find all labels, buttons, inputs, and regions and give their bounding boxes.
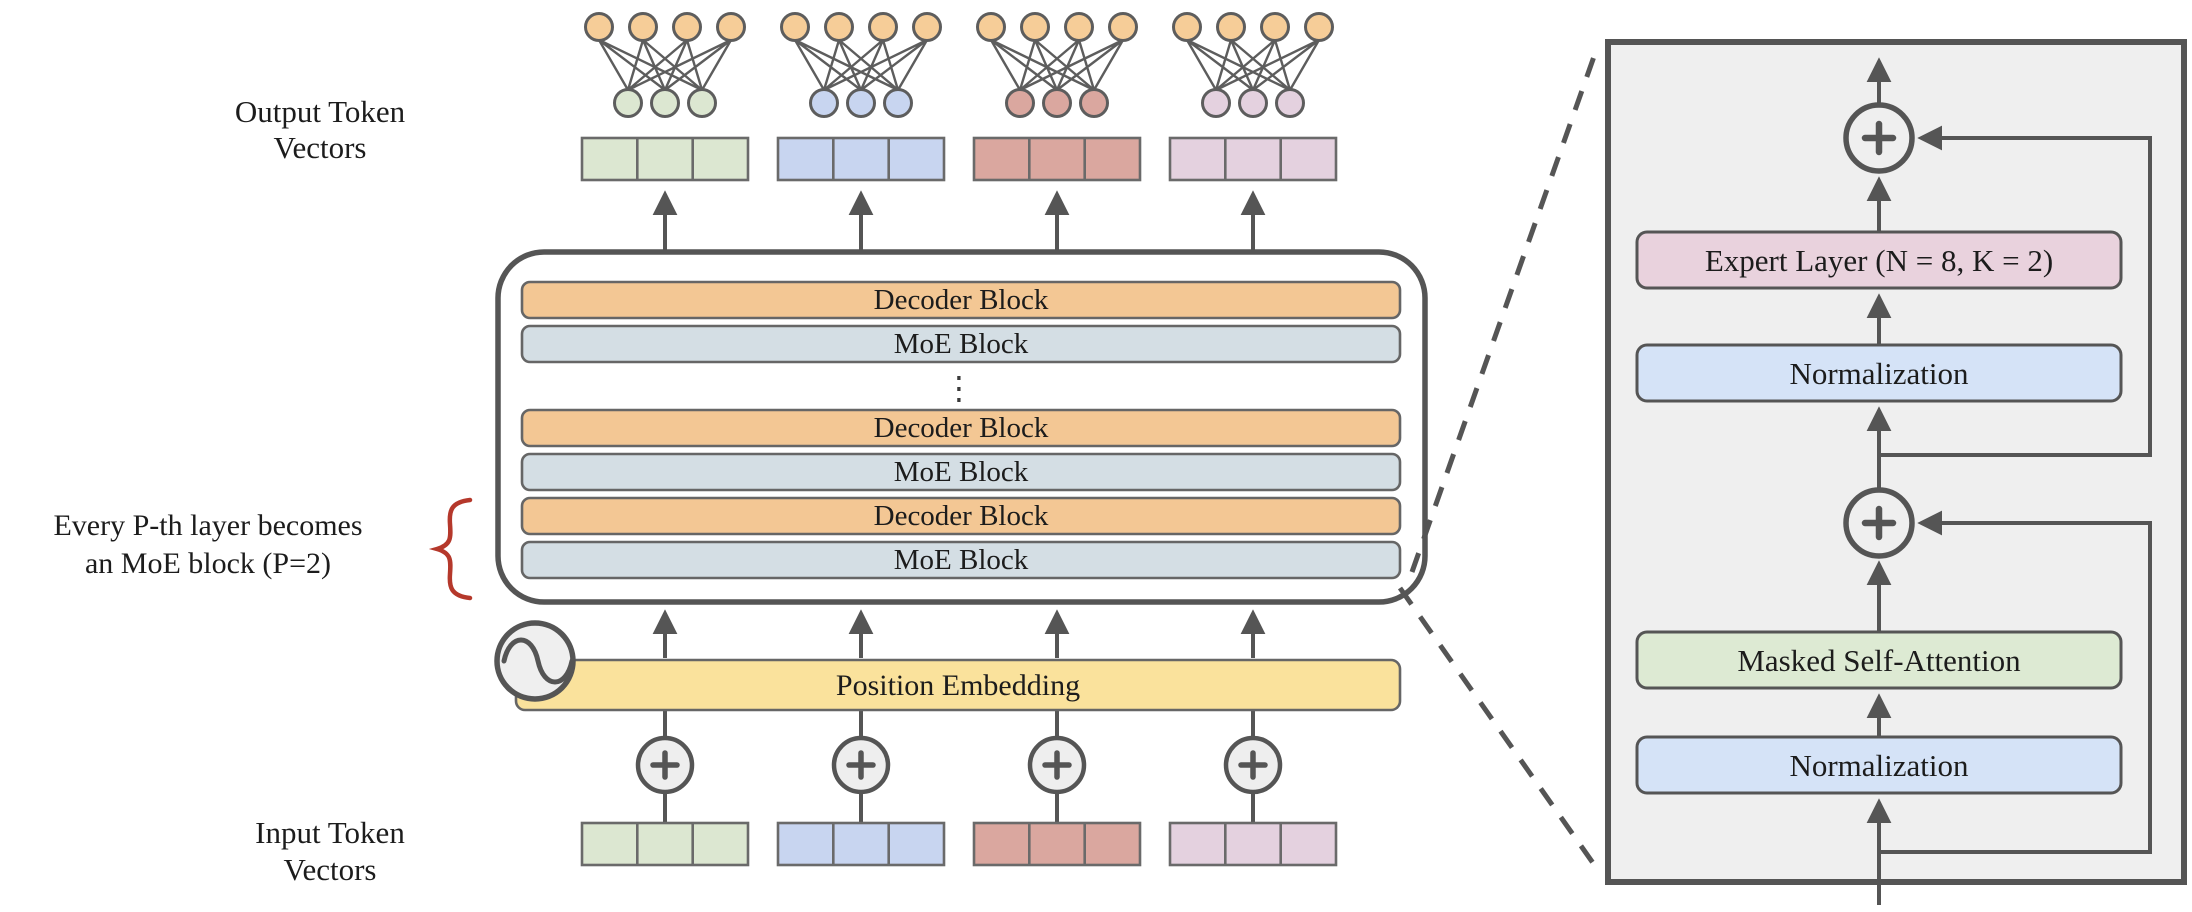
nn-connections	[597, 38, 733, 92]
token-column-4	[1168, 12, 1338, 867]
output-label-line2: Vectors	[274, 130, 367, 165]
zoom-connector-top	[1409, 47, 1600, 573]
zoom-connector-bottom	[1397, 586, 1603, 875]
nn-top-nodes	[584, 12, 746, 42]
add-icon	[1027, 735, 1087, 795]
decoder-stack: Decoder Block MoE Block ⋮ Decoder Block …	[520, 280, 1402, 580]
output-token-vectors-label: Output Token Vectors	[235, 94, 406, 165]
moe-block-2-label: MoE Block	[894, 456, 1029, 488]
decoder-block-1-label: Decoder Block	[874, 284, 1049, 316]
output-vector	[1168, 136, 1338, 182]
position-embedding: Position Embedding	[494, 620, 1402, 712]
normalization-top-block	[1635, 343, 2123, 403]
nn-top-nodes	[976, 12, 1138, 42]
input-vector	[972, 821, 1142, 867]
output-vector	[776, 136, 946, 182]
nn-bottom-nodes	[1005, 88, 1109, 118]
token-column-2	[776, 12, 946, 867]
input-vector	[1168, 821, 1338, 867]
decoder-block-3	[520, 496, 1402, 536]
masked-self-attention-block	[1635, 630, 2123, 690]
stack-ellipsis: ⋮	[943, 369, 975, 407]
moe-block-1-label: MoE Block	[894, 328, 1029, 360]
position-embedding-label: Position Embedding	[836, 669, 1080, 702]
input-label-line1: Input Token	[255, 815, 405, 850]
decoder-block-2-label: Decoder Block	[874, 412, 1049, 444]
input-vector	[776, 821, 946, 867]
output-vector	[972, 136, 1142, 182]
nn-connections	[793, 38, 929, 92]
moe-block-detail-panel: Expert Layer (N = 8, K = 2) Normalizatio…	[1605, 39, 2187, 905]
add-icon-top	[1843, 102, 1915, 174]
normalization-bottom-label: Normalization	[1789, 748, 1969, 783]
moe-block-3	[520, 540, 1402, 580]
moe-block-3-label: MoE Block	[894, 544, 1029, 576]
output-label-line1: Output Token	[235, 94, 406, 129]
input-vector	[580, 821, 750, 867]
add-icon	[831, 735, 891, 795]
moe-block-1	[520, 324, 1402, 364]
moe-block-2	[520, 452, 1402, 492]
add-icon	[1223, 735, 1283, 795]
nn-connections	[989, 38, 1125, 92]
nn-bottom-nodes	[809, 88, 913, 118]
normalization-top-label: Normalization	[1789, 356, 1969, 391]
residual-lower	[1879, 510, 2152, 854]
normalization-bottom-block	[1635, 735, 2123, 795]
token-column-3	[972, 12, 1142, 867]
add-icon	[635, 735, 695, 795]
masked-self-attention-label: Masked Self-Attention	[1737, 643, 2021, 678]
nn-bottom-nodes	[613, 88, 717, 118]
nn-connections	[1185, 38, 1321, 92]
nn-top-nodes	[1172, 12, 1334, 42]
annotation-line1: Every P-th layer becomes	[53, 509, 362, 542]
nn-bottom-nodes	[1201, 88, 1305, 118]
annotation-line2: an MoE block (P=2)	[85, 547, 331, 580]
nn-top-nodes	[780, 12, 942, 42]
annotation-brace	[428, 497, 473, 601]
sine-icon	[494, 620, 576, 702]
input-token-vectors-label: Input Token Vectors	[255, 815, 405, 887]
add-icon-bottom	[1843, 487, 1915, 559]
output-vector	[580, 136, 750, 182]
residual-upper	[1879, 125, 2152, 457]
decoder-block-2	[520, 408, 1402, 448]
decoder-block-1	[520, 280, 1402, 320]
expert-layer-block	[1635, 230, 2123, 290]
expert-layer-label: Expert Layer (N = 8, K = 2)	[1705, 243, 2053, 278]
decoder-block-3-label: Decoder Block	[874, 500, 1049, 532]
input-label-line2: Vectors	[284, 852, 377, 887]
moe-annotation: Every P-th layer becomes an MoE block (P…	[53, 509, 362, 580]
token-column-1	[580, 12, 750, 867]
